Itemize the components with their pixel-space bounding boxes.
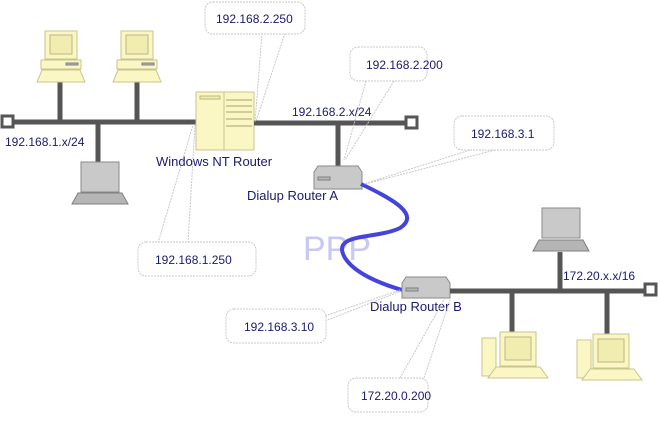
lan3-terminator xyxy=(643,282,658,297)
svg-text:192.168.2.200: 192.168.2.200 xyxy=(366,58,443,72)
lan1-segment xyxy=(0,82,196,162)
nt-router-label: Windows NT Router xyxy=(156,154,273,169)
laptop-icon xyxy=(71,161,129,205)
desktop-pc-icon xyxy=(112,30,162,83)
svg-text:192.168.3.1: 192.168.3.1 xyxy=(471,127,535,141)
ip-callout-router-a-ppp: 192.168.3.1 xyxy=(363,115,555,185)
svg-text:192.168.1.250: 192.168.1.250 xyxy=(155,253,232,267)
svg-text:192.168.2.250: 192.168.2.250 xyxy=(216,12,293,26)
ip-callout-nt-lan2: 192.168.2.250 xyxy=(204,1,306,123)
svg-text:192.168.3.10: 192.168.3.10 xyxy=(244,320,314,334)
ip-callout-router-b-lan: 172.20.0.200 xyxy=(347,297,451,413)
lan3-segment xyxy=(450,252,658,335)
desktop-pc-icon xyxy=(576,333,643,381)
desktop-pc-icon xyxy=(36,30,86,83)
ppp-link xyxy=(340,182,409,292)
router-b-label: Dialup Router B xyxy=(370,299,462,314)
ip-callout-router-a-lan: 192.168.2.200 xyxy=(343,46,443,161)
svg-text:172.20.0.200: 172.20.0.200 xyxy=(361,389,431,403)
ip-callout-router-b-ppp: 192.168.3.10 xyxy=(225,289,402,344)
dialup-router-a-icon xyxy=(313,165,363,190)
windows-nt-router-icon xyxy=(195,91,255,151)
dialup-router-b-icon xyxy=(401,276,451,299)
router-a-label: Dialup Router A xyxy=(247,188,338,203)
lan1-network-label: 192.168.1.x/24 xyxy=(5,135,85,149)
lan1-terminator xyxy=(0,114,15,129)
lan2-network-label: 192.168.2.x/24 xyxy=(292,105,372,119)
lan3-network-label: 172.20.x.x/16 xyxy=(563,269,635,283)
lan2-terminator xyxy=(404,115,419,130)
ip-callout-nt-lan1: 192.168.1.250 xyxy=(137,124,257,277)
desktop-pc-icon xyxy=(481,331,549,379)
laptop-icon xyxy=(532,207,590,252)
lan2-segment xyxy=(254,115,419,166)
